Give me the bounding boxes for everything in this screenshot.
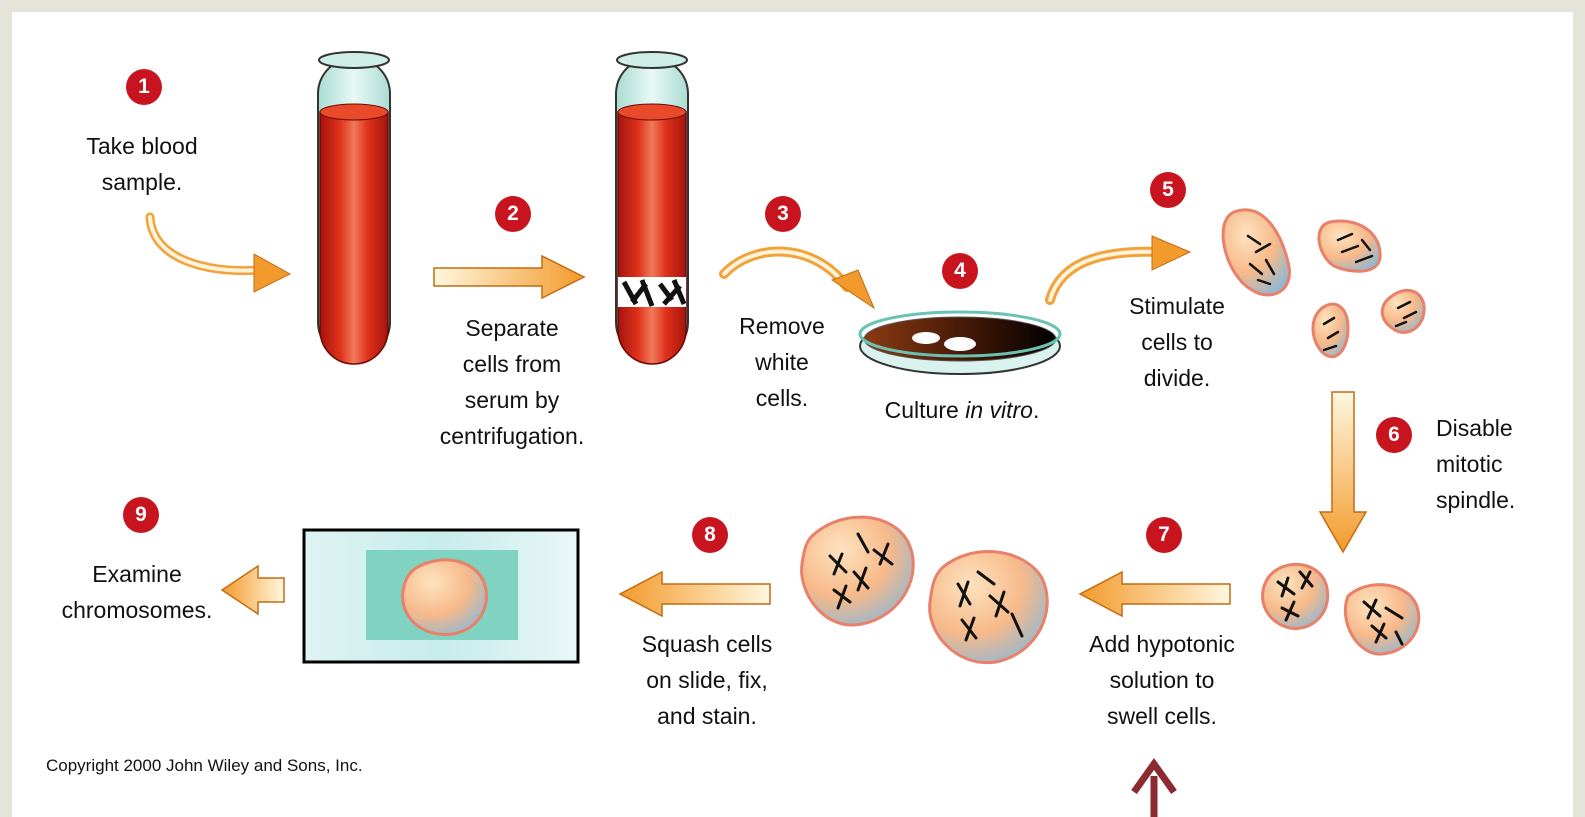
step-4-label-italic: in vitro bbox=[965, 397, 1033, 423]
step-2-badge: 2 bbox=[495, 196, 531, 232]
arrow-8 bbox=[620, 572, 770, 616]
step-8-badge: 8 bbox=[692, 517, 728, 553]
step-3-badge: 3 bbox=[765, 196, 801, 232]
step-3-label: Remove white cells. bbox=[712, 308, 852, 416]
step-5-label: Stimulate cells to divide. bbox=[1102, 288, 1252, 396]
step-9-badge: 9 bbox=[123, 497, 159, 533]
arrow-7 bbox=[1080, 572, 1230, 616]
step-2-label: Separate cells from serum by centrifugat… bbox=[412, 310, 612, 454]
step-9-label: Examine chromosomes. bbox=[32, 556, 242, 628]
step-6-badge: 6 bbox=[1376, 417, 1412, 453]
step-4-badge: 4 bbox=[942, 253, 978, 289]
step-7-badge: 7 bbox=[1146, 517, 1182, 553]
step-6-label: Disable mitotic spindle. bbox=[1436, 410, 1556, 518]
step-1-label: Take blood sample. bbox=[52, 128, 232, 200]
arrow-6 bbox=[1320, 392, 1366, 552]
step-4-label-end: . bbox=[1033, 397, 1039, 423]
curved-arrow-1 bbox=[150, 217, 290, 292]
step-1-badge: 1 bbox=[126, 69, 162, 105]
step-7-label: Add hypotonic solution to swell cells. bbox=[1052, 626, 1272, 734]
centrifuged-test-tube bbox=[616, 52, 688, 364]
step-5-badge: 5 bbox=[1150, 172, 1186, 208]
curved-arrow-3 bbox=[724, 252, 874, 308]
petri-dish bbox=[860, 312, 1060, 374]
copyright-notice: Copyright 2000 John Wiley and Sons, Inc. bbox=[46, 756, 363, 776]
microscope-slide bbox=[304, 530, 578, 662]
step-4-label-text: Culture bbox=[885, 397, 966, 423]
step-8-label: Squash cells on slide, fix, and stain. bbox=[602, 626, 812, 734]
step-4-label: Culture in vitro. bbox=[852, 392, 1072, 428]
arrested-cells bbox=[1263, 564, 1419, 654]
arrow-2 bbox=[434, 256, 584, 298]
pointer-arrow bbox=[1134, 764, 1174, 817]
blood-test-tube bbox=[318, 52, 390, 364]
swollen-cells bbox=[802, 517, 1048, 663]
diagram-canvas: 1 2 3 4 5 6 7 8 9 Take blood sample. Sep… bbox=[12, 12, 1573, 817]
dividing-cells bbox=[1223, 210, 1424, 357]
